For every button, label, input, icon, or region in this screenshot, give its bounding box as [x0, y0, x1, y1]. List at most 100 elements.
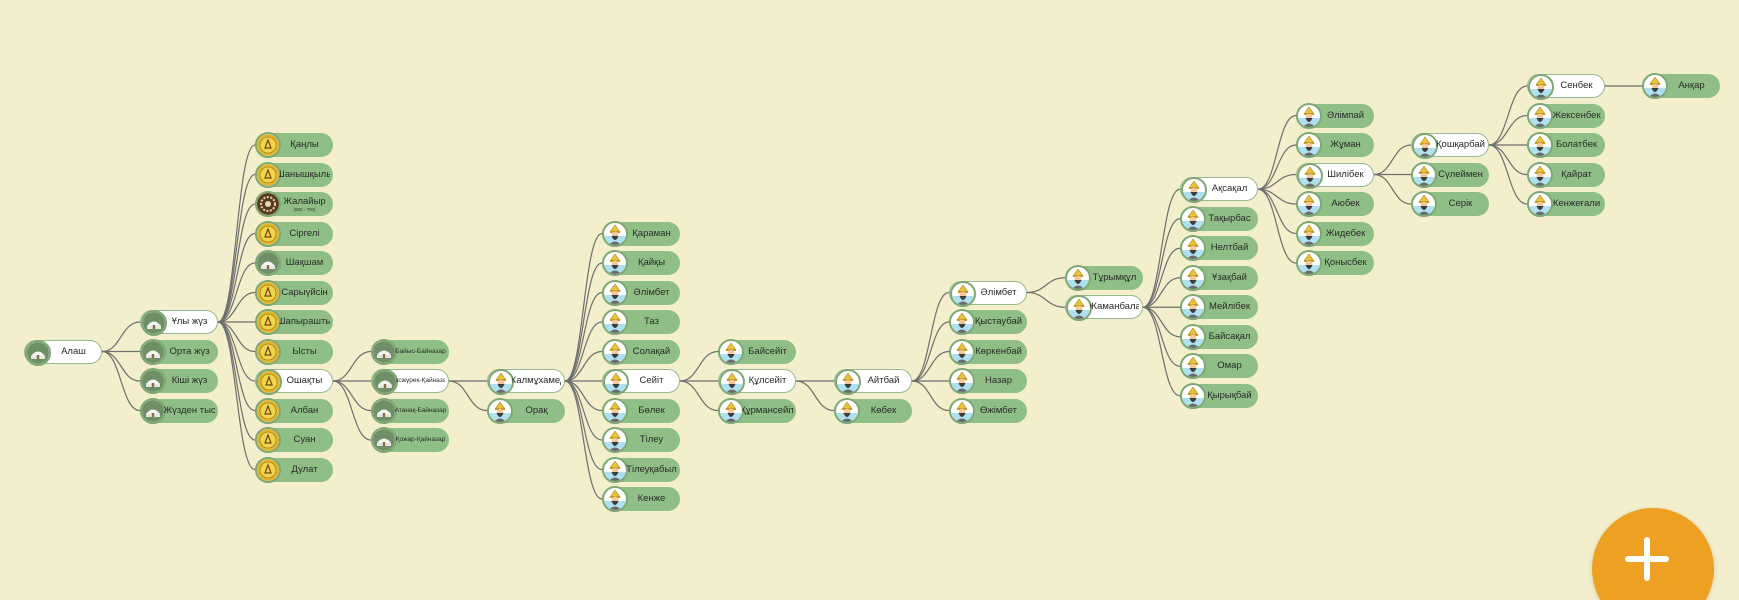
node-ошақты[interactable]: Ошақты [255, 369, 333, 393]
connector-line [1258, 116, 1296, 190]
node-тұрымқұл[interactable]: Тұрымқұл [1065, 266, 1143, 290]
node-өжімбет[interactable]: Өжімбет [949, 399, 1027, 423]
node-label: Қайқы [626, 251, 677, 275]
connector-line [565, 381, 602, 499]
node-атанақ-байназар[interactable]: Атанақ-Байназар [371, 399, 449, 423]
node-label-text: Жалайыр [283, 197, 325, 207]
node-байыс-байназар[interactable]: Байыс-Байназар [371, 340, 449, 364]
node-анқар[interactable]: Анқар [1642, 74, 1720, 98]
elder-avatar-icon [1180, 206, 1206, 232]
node-сейіт[interactable]: Сейіт [602, 369, 680, 393]
node-серік[interactable]: Серік [1411, 192, 1489, 216]
connector-line [912, 352, 949, 382]
connector-line [218, 204, 255, 322]
node-ысты[interactable]: Ысты [255, 340, 333, 364]
node-жүзден-тыс[interactable]: Жүзден тыс [140, 399, 218, 423]
node-сүлеймен[interactable]: Сүлеймен [1411, 163, 1489, 187]
node-тасжүрек-қайназар[interactable]: Тасжүрек-Қайназар [371, 369, 449, 393]
node-кенже[interactable]: Кенже [602, 487, 680, 511]
node-сіргелі[interactable]: Сіргелі [255, 222, 333, 246]
node-құлсейіт[interactable]: Құлсейіт [718, 369, 796, 393]
node-құрмансейіт[interactable]: Құрмансейіт [718, 399, 796, 423]
node-қараман[interactable]: Қараман [602, 222, 680, 246]
node-label-text: Кенжеғали [1553, 199, 1600, 209]
node-назар[interactable]: Назар [949, 369, 1027, 393]
node-омар[interactable]: Омар [1180, 354, 1258, 378]
node-label-text: Тілеуқабыл [626, 465, 677, 475]
node-нелтбай[interactable]: Нелтбай [1180, 236, 1258, 260]
node-шапырашты[interactable]: Шапырашты [255, 310, 333, 334]
node-байсейіт[interactable]: Байсейіт [718, 340, 796, 364]
elder-avatar-icon [488, 369, 514, 395]
node-label: Сейіт [627, 370, 676, 392]
node-жидебек[interactable]: Жидебек [1296, 222, 1374, 246]
add-button[interactable] [1592, 508, 1714, 600]
node-аюбек[interactable]: Аюбек [1296, 192, 1374, 216]
node-шилібек[interactable]: Шилібек [1296, 163, 1374, 187]
node-мейлібек[interactable]: Мейлібек [1180, 295, 1258, 319]
node-солақай[interactable]: Солақай [602, 340, 680, 364]
elder-avatar-icon [1180, 353, 1206, 379]
elder-avatar-icon [718, 398, 744, 424]
node-қошқарбай[interactable]: Қошқарбай [1411, 133, 1489, 157]
elder-avatar-icon [1527, 191, 1553, 217]
node-әлімбет[interactable]: Әлімбет [949, 281, 1027, 305]
elder-avatar-icon [949, 398, 975, 424]
node-ақсақал[interactable]: Ақсақал [1180, 177, 1258, 201]
node-айтбай[interactable]: Айтбай [834, 369, 912, 393]
node-жексенбек[interactable]: Жексенбек [1527, 104, 1605, 128]
node-көркенбай[interactable]: Көркенбай [949, 340, 1027, 364]
node-жаманбала[interactable]: Жаманбала [1065, 295, 1143, 319]
node-орта-жүз[interactable]: Орта жүз [140, 340, 218, 364]
node-ұлы-жүз[interactable]: Ұлы жүз [140, 310, 218, 334]
node-дулат[interactable]: Дулат [255, 458, 333, 482]
elder-avatar-icon [718, 339, 744, 365]
elder-avatar-icon [1180, 265, 1206, 291]
node-бөлек[interactable]: Бөлек [602, 399, 680, 423]
node-тілеу[interactable]: Тілеу [602, 428, 680, 452]
node-алаш[interactable]: Алаш [24, 340, 102, 364]
node-албан[interactable]: Албан [255, 399, 333, 423]
node-ұзақбай[interactable]: Ұзақбай [1180, 266, 1258, 290]
node-болатбек[interactable]: Болатбек [1527, 133, 1605, 157]
node-орақ[interactable]: Орақ [487, 399, 565, 423]
node-label-text: Жүзден тыс [164, 406, 215, 416]
node-қонысбек[interactable]: Қонысбек [1296, 251, 1374, 275]
node-label: Албан [279, 399, 330, 423]
node-суан[interactable]: Суан [255, 428, 333, 452]
node-көбек[interactable]: Көбек [834, 399, 912, 423]
node-таз[interactable]: Таз [602, 310, 680, 334]
node-тілеуқабыл[interactable]: Тілеуқабыл [602, 458, 680, 482]
node-жалмұхамед[interactable]: Жалмұхамед [487, 369, 565, 393]
node-әлімбет[interactable]: Әлімбет [602, 281, 680, 305]
node-сенбек[interactable]: Сенбек [1527, 74, 1605, 98]
node-жұман[interactable]: Жұман [1296, 133, 1374, 157]
node-сарыүйсін[interactable]: Сарыүйсін [255, 281, 333, 305]
node-label: Ошақты [280, 370, 329, 392]
node-label-text: Тілеу [640, 435, 663, 445]
node-label: Болатбек [1551, 133, 1602, 157]
connector-line [1027, 278, 1065, 293]
node-кіші-жүз[interactable]: Кіші жүз [140, 369, 218, 393]
node-қожар-қайназар[interactable]: Қожар-Қайназар [371, 428, 449, 452]
node-label-text: Қонысбек [1324, 258, 1366, 268]
node-шақшам[interactable]: Шақшам [255, 251, 333, 275]
node-қайқы[interactable]: Қайқы [602, 251, 680, 275]
node-label: Жүзден тыс [164, 399, 215, 423]
node-тақырбас[interactable]: Тақырбас [1180, 207, 1258, 231]
node-қыстаубай[interactable]: Қыстаубай [949, 310, 1027, 334]
connector-line [680, 381, 718, 411]
node-қырықбай[interactable]: Қырықбай [1180, 384, 1258, 408]
tamga-emblem-icon [255, 427, 281, 453]
node-қаңлы[interactable]: Қаңлы [255, 133, 333, 157]
node-label-text: Қырықбай [1207, 391, 1251, 401]
node-label-text: Сарыүйсін [281, 288, 328, 298]
node-шанышқылы[interactable]: Шанышқылы [255, 163, 333, 187]
node-кенжеғали[interactable]: Кенжеғали [1527, 192, 1605, 216]
node-әлімпай[interactable]: Әлімпай [1296, 104, 1374, 128]
node-байсақал[interactable]: Байсақал [1180, 325, 1258, 349]
connector-line [218, 263, 255, 322]
node-жалайыр[interactable]: Жалайыр(600 - 700) [255, 192, 333, 216]
node-қайрат[interactable]: Қайрат [1527, 163, 1605, 187]
